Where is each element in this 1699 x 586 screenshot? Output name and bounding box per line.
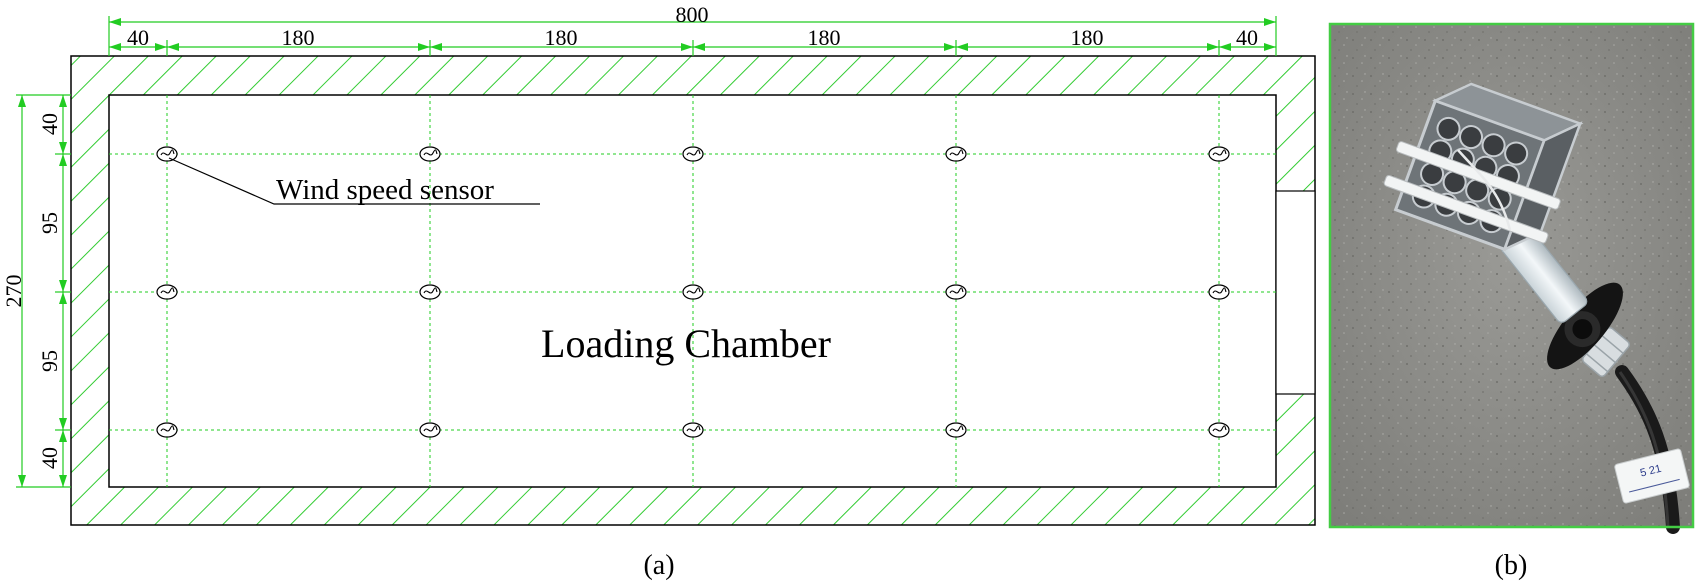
wind-speed-sensor-marker bbox=[156, 284, 178, 300]
caption-a: (a) bbox=[643, 550, 674, 581]
caption-b: (b) bbox=[1495, 550, 1528, 581]
door-opening bbox=[1275, 190, 1316, 395]
total-height-label: 270 bbox=[1, 275, 26, 308]
wind-speed-sensor-marker bbox=[945, 146, 967, 162]
perforated-cage bbox=[1383, 82, 1584, 252]
wind-speed-sensor-marker bbox=[419, 146, 441, 162]
wind-speed-sensor-marker bbox=[682, 422, 704, 438]
sensor-connector bbox=[1582, 327, 1630, 377]
cable-tag-text: 5 21 bbox=[1639, 463, 1663, 480]
wind-speed-sensor-marker bbox=[156, 146, 178, 162]
width-seg-6: 40 bbox=[1236, 25, 1258, 50]
wind-speed-sensor-marker bbox=[156, 422, 178, 438]
wind-speed-sensor-marker bbox=[945, 422, 967, 438]
width-seg-3: 180 bbox=[545, 25, 578, 50]
wind-speed-sensor-photo: 5 21 bbox=[1383, 82, 1690, 534]
wind-speed-sensor-marker bbox=[682, 146, 704, 162]
height-seg-4: 40 bbox=[37, 447, 62, 469]
wind-speed-sensor-marker bbox=[1208, 284, 1230, 300]
width-seg-4: 180 bbox=[808, 25, 841, 50]
sensor-flange bbox=[1547, 282, 1623, 370]
floor-plan-diagram: Wind speed sensor Loading Chamber bbox=[1, 2, 1316, 581]
wind-speed-sensor-marker bbox=[1208, 422, 1230, 438]
wind-speed-sensor-marker bbox=[1208, 146, 1230, 162]
sensor-label: Wind speed sensor bbox=[276, 174, 494, 206]
wind-speed-sensor-marker bbox=[682, 284, 704, 300]
width-seg-2: 180 bbox=[282, 25, 315, 50]
height-seg-2: 95 bbox=[37, 212, 62, 234]
total-width-label: 800 bbox=[676, 2, 709, 27]
chamber-label: Loading Chamber bbox=[541, 321, 831, 366]
wind-speed-sensor-marker bbox=[419, 422, 441, 438]
wind-speed-sensor-marker bbox=[419, 284, 441, 300]
width-seg-1: 40 bbox=[127, 25, 149, 50]
width-seg-5: 180 bbox=[1071, 25, 1104, 50]
height-seg-3: 95 bbox=[37, 350, 62, 372]
left-dimension-arrows bbox=[18, 95, 67, 487]
top-dimension-arrows bbox=[109, 18, 1276, 51]
wind-speed-sensor-marker bbox=[945, 284, 967, 300]
sensor-photo-panel: 5 21 (b) bbox=[1328, 22, 1695, 581]
sensor-cable bbox=[1615, 365, 1680, 534]
height-seg-1: 40 bbox=[37, 113, 62, 135]
sensor-leader-line bbox=[168, 157, 540, 205]
photo-frame bbox=[1328, 22, 1695, 529]
cable-tag: 5 21 bbox=[1614, 448, 1690, 504]
sensor-markers bbox=[156, 146, 1230, 438]
